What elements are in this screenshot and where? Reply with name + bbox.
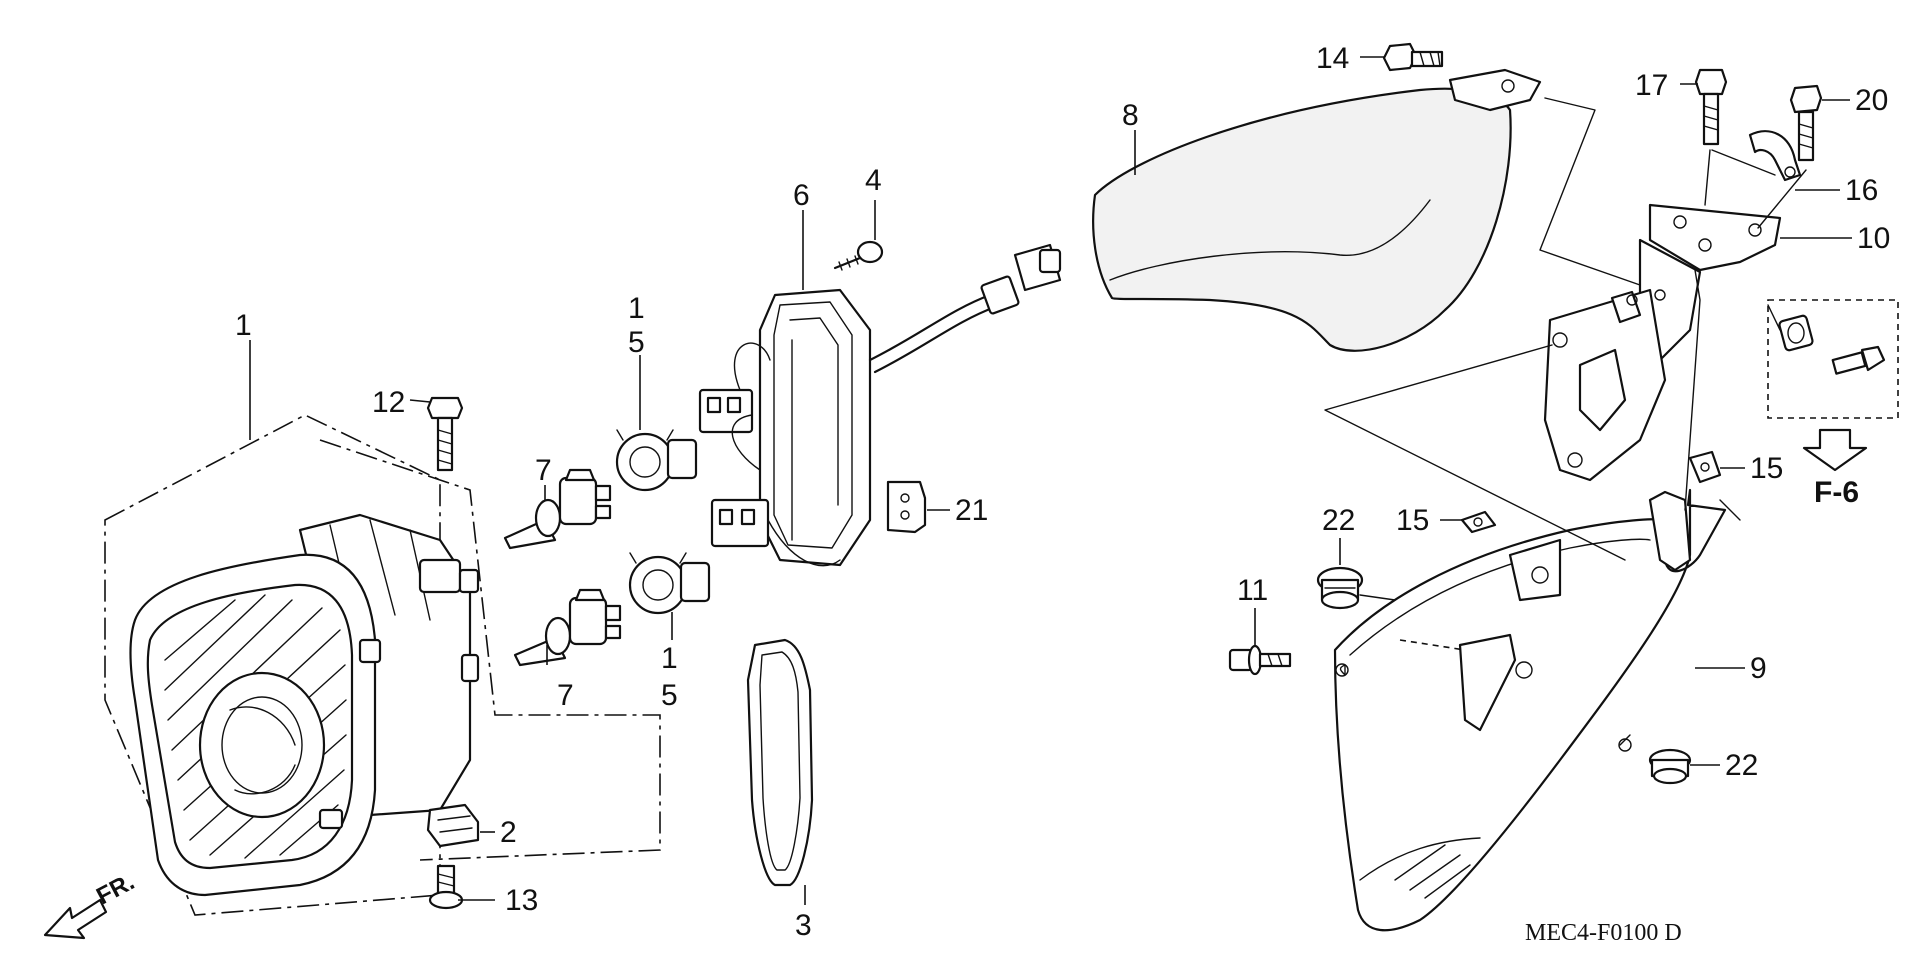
callout-11: 11: [1237, 574, 1268, 607]
f6-reference-box: [1767, 299, 1899, 419]
nut-15-lower: [1460, 510, 1497, 534]
grommet-22-lower: [1648, 748, 1692, 785]
screw-4: [833, 240, 884, 271]
harness-case-6: [698, 243, 1062, 567]
diagram-code: MEC4-F0100 D: [1525, 920, 1682, 946]
clip-21: [886, 480, 927, 534]
callout-5-upper-socket: 5: [628, 326, 645, 359]
callout-17: 17: [1635, 69, 1668, 102]
bulb-lower: [513, 588, 622, 667]
callout-14: 14: [1316, 42, 1349, 75]
stay-bracket-10: [1543, 203, 1782, 482]
callout-7-lower-bulb: 7: [557, 679, 574, 712]
callout-4: 4: [865, 164, 882, 197]
socket-lower: [628, 552, 711, 615]
callout-22-upper: 22: [1322, 504, 1355, 537]
callout-21: 21: [955, 494, 988, 527]
grommet-22-upper: [1316, 566, 1364, 610]
front-arrow: FR.: [43, 868, 139, 940]
callout-6: 6: [793, 179, 810, 212]
bolt-12: [426, 396, 464, 472]
collar-16: [1748, 130, 1802, 182]
lower-cowl-9: [1333, 488, 1727, 932]
callout-22-lower: 22: [1725, 749, 1758, 782]
callout-2: 2: [500, 816, 517, 849]
callout-3: 3: [795, 909, 812, 942]
bolt-17: [1694, 68, 1728, 146]
callout-15-upper: 15: [1750, 452, 1783, 485]
callout-1-lower-socket: 1: [661, 642, 678, 675]
socket-upper: [615, 429, 698, 492]
callout-15-lower: 15: [1396, 504, 1429, 537]
leaders: [249, 56, 1852, 905]
callout-13: 13: [505, 884, 538, 917]
bolt-20: [1789, 84, 1823, 162]
clip-2: [426, 803, 480, 848]
headlight-assembly: [104, 414, 661, 916]
callout-1-headlight: 1: [235, 309, 252, 342]
bulb-upper: [503, 468, 612, 550]
upper-cowl-8: [1092, 68, 1542, 352]
front-marker-label: FR.: [92, 868, 139, 910]
screw-13: [428, 864, 464, 910]
bolt-14: [1382, 42, 1444, 72]
ref-section-label: F-6: [1814, 476, 1859, 509]
bolt-11: [1228, 644, 1292, 676]
callout-10: 10: [1857, 222, 1890, 255]
callout-12: 12: [372, 386, 405, 419]
callout-20: 20: [1855, 84, 1888, 117]
callout-7-upper-bulb: 7: [535, 454, 552, 487]
callout-16: 16: [1845, 174, 1878, 207]
callout-9: 9: [1750, 652, 1767, 685]
gasket-3: [746, 638, 814, 887]
nut-15-upper: [1688, 450, 1722, 484]
callout-1-upper-socket: 1: [628, 292, 645, 325]
f6-arrow: [1802, 428, 1868, 472]
callout-8: 8: [1122, 99, 1139, 132]
callout-5-lower-socket: 5: [661, 679, 678, 712]
